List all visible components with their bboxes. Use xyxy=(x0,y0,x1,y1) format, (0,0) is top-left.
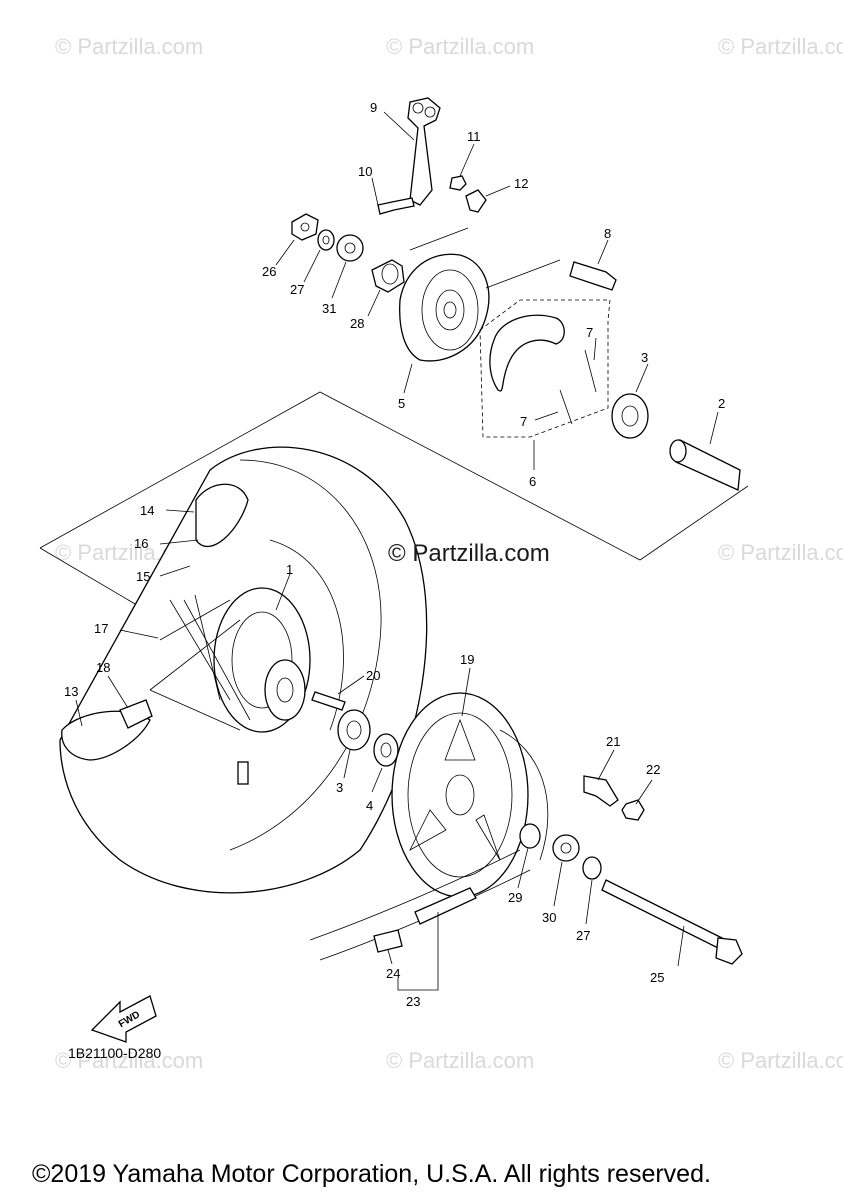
callouts: 1 2 3 3 4 5 6 7 7 8 9 10 11 12 13 14 15 … xyxy=(64,100,725,1009)
drive-chain-23 xyxy=(309,729,549,961)
nut-11 xyxy=(449,175,467,191)
callout-22: 22 xyxy=(646,762,660,777)
fwd-arrow: FWD xyxy=(90,995,157,1043)
leader-lines xyxy=(75,111,719,991)
callout-9: 9 xyxy=(370,100,377,115)
callout-3-top: 3 xyxy=(641,350,648,365)
valve-stem xyxy=(237,761,249,785)
partzilla-brand: © Partzilla.com xyxy=(388,540,550,567)
callout-3-hub: 3 xyxy=(336,780,343,795)
tube-14 xyxy=(195,483,249,548)
callout-5: 5 xyxy=(398,396,405,411)
master-link-24 xyxy=(373,929,403,953)
watermark: © Partzilla.com xyxy=(386,34,535,59)
callout-12: 12 xyxy=(514,176,528,191)
callout-26: 26 xyxy=(262,264,276,279)
gear-28 xyxy=(371,259,405,293)
oil-seal-4 xyxy=(373,733,399,767)
gear-30 xyxy=(552,834,580,862)
watermark: © Partzilla.com xyxy=(386,1048,535,1073)
callout-20: 20 xyxy=(366,668,380,683)
gear-31 xyxy=(336,234,364,262)
washer-27-bottom xyxy=(582,856,602,880)
callout-17: 17 xyxy=(94,621,108,636)
callout-13: 13 xyxy=(64,684,78,699)
callout-15: 15 xyxy=(136,569,150,584)
watermark: © Partzilla.com xyxy=(718,540,843,565)
callout-19: 19 xyxy=(460,652,474,667)
callout-7-upper: 7 xyxy=(586,325,593,340)
callout-16: 16 xyxy=(134,536,148,551)
brake-arm-bolt xyxy=(377,197,415,215)
callout-11: 11 xyxy=(467,129,481,144)
collar-2 xyxy=(669,439,741,491)
spokes xyxy=(149,594,251,731)
callout-4: 4 xyxy=(366,798,373,813)
watermark: © Partzilla.com xyxy=(718,1048,843,1073)
callout-2: 2 xyxy=(718,396,725,411)
adjuster-21 xyxy=(583,775,619,807)
rear-hub xyxy=(213,587,311,733)
copyright-notice: ©2019 Yamaha Motor Corporation, U.S.A. A… xyxy=(32,1160,711,1188)
watermark: © Partzilla.com xyxy=(718,34,843,59)
brake-arm xyxy=(407,97,441,206)
callout-30: 30 xyxy=(542,910,556,925)
callout-25: 25 xyxy=(650,970,664,985)
bearing-3-top xyxy=(611,393,649,439)
bearing-3-hub xyxy=(337,709,371,751)
callout-6: 6 xyxy=(529,474,536,489)
axle-25 xyxy=(601,879,743,965)
callout-31: 31 xyxy=(322,301,336,316)
brake-shoe-kit xyxy=(479,299,611,438)
callout-21: 21 xyxy=(606,734,620,749)
callout-1: 1 xyxy=(286,562,293,577)
nut-26 xyxy=(291,213,319,241)
callout-8: 8 xyxy=(604,226,611,241)
washer-12 xyxy=(465,189,487,213)
sprocket-19 xyxy=(391,692,529,898)
callout-27-bottom: 27 xyxy=(576,928,590,943)
watermark: © Partzilla.com xyxy=(55,34,204,59)
callout-28: 28 xyxy=(350,316,364,331)
washer-27-top xyxy=(317,229,335,251)
stud-20 xyxy=(311,691,346,711)
callout-7-lower: 7 xyxy=(520,414,527,429)
diagram-code: 1B21100-D280 xyxy=(68,1045,162,1061)
callout-23: 23 xyxy=(406,994,420,1009)
valve-18 xyxy=(119,699,153,729)
callout-27-top: 27 xyxy=(290,282,304,297)
callout-18: 18 xyxy=(96,660,110,675)
collar-29 xyxy=(519,823,541,849)
callout-10: 10 xyxy=(358,164,372,179)
callout-29: 29 xyxy=(508,890,522,905)
brake-shoe-plate xyxy=(399,253,490,362)
nut-22 xyxy=(621,799,645,821)
callout-24: 24 xyxy=(386,966,400,981)
wheel-shaft-8 xyxy=(569,261,617,291)
callout-14: 14 xyxy=(140,503,154,518)
watermark: © Partzilla.com xyxy=(55,1048,204,1073)
